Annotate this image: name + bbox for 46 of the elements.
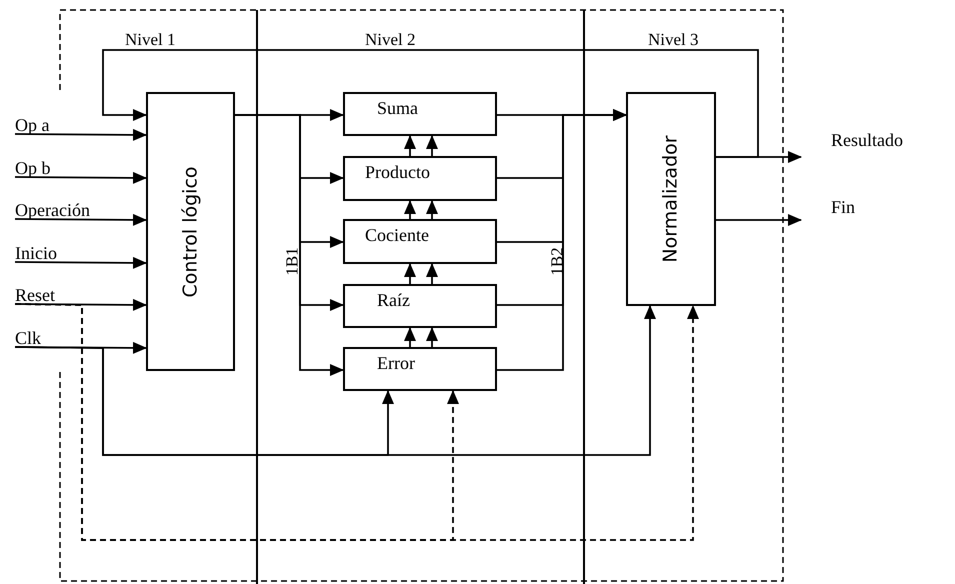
bus-label: 1B1 <box>284 247 301 276</box>
level-label: Nivel 1 <box>125 31 176 48</box>
arrow <box>15 256 147 269</box>
box-label: Cociente <box>365 226 429 244</box>
signal-label: Clk <box>15 329 42 347</box>
arrow <box>14 305 656 456</box>
process-box <box>343 347 497 391</box>
process-box <box>343 219 497 264</box>
process-box <box>343 156 497 201</box>
signal-label: Fin <box>831 198 856 216</box>
signal-label: Operación <box>15 201 90 219</box>
arrow <box>426 135 438 156</box>
process-box <box>626 92 716 306</box>
arrow <box>14 303 699 541</box>
signal-label: Inicio <box>15 244 57 262</box>
arrow <box>15 128 147 141</box>
process-box <box>146 92 235 371</box>
level-label: Nivel 3 <box>648 31 699 48</box>
box-label: Raíz <box>377 291 410 309</box>
arrow <box>102 49 759 158</box>
arrow <box>404 135 416 156</box>
arrow <box>15 172 147 184</box>
arrow <box>716 151 802 163</box>
process-box <box>343 284 497 328</box>
arrow <box>404 200 416 219</box>
level-label: Nivel 2 <box>365 31 416 48</box>
arrow <box>426 200 438 219</box>
arrow <box>404 263 416 284</box>
process-box <box>343 92 497 136</box>
signal-label: Op b <box>15 159 50 177</box>
arrow <box>426 263 438 284</box>
arrow <box>15 214 147 226</box>
box-label: Suma <box>377 99 418 117</box>
arrow <box>426 327 438 347</box>
arrow <box>497 109 627 371</box>
signal-label: Op a <box>15 116 50 134</box>
box-label: Producto <box>365 163 430 181</box>
box-label: Control lógico <box>180 166 202 298</box>
signal-label: Reset <box>15 286 55 304</box>
arrow <box>235 114 344 376</box>
box-label: Error <box>377 354 415 372</box>
arrow <box>404 327 416 347</box>
bus-label: 1B2 <box>548 247 566 276</box>
arrow <box>716 214 802 226</box>
signal-label: Resultado <box>831 131 903 149</box>
box-label: Normalizador <box>660 135 682 263</box>
